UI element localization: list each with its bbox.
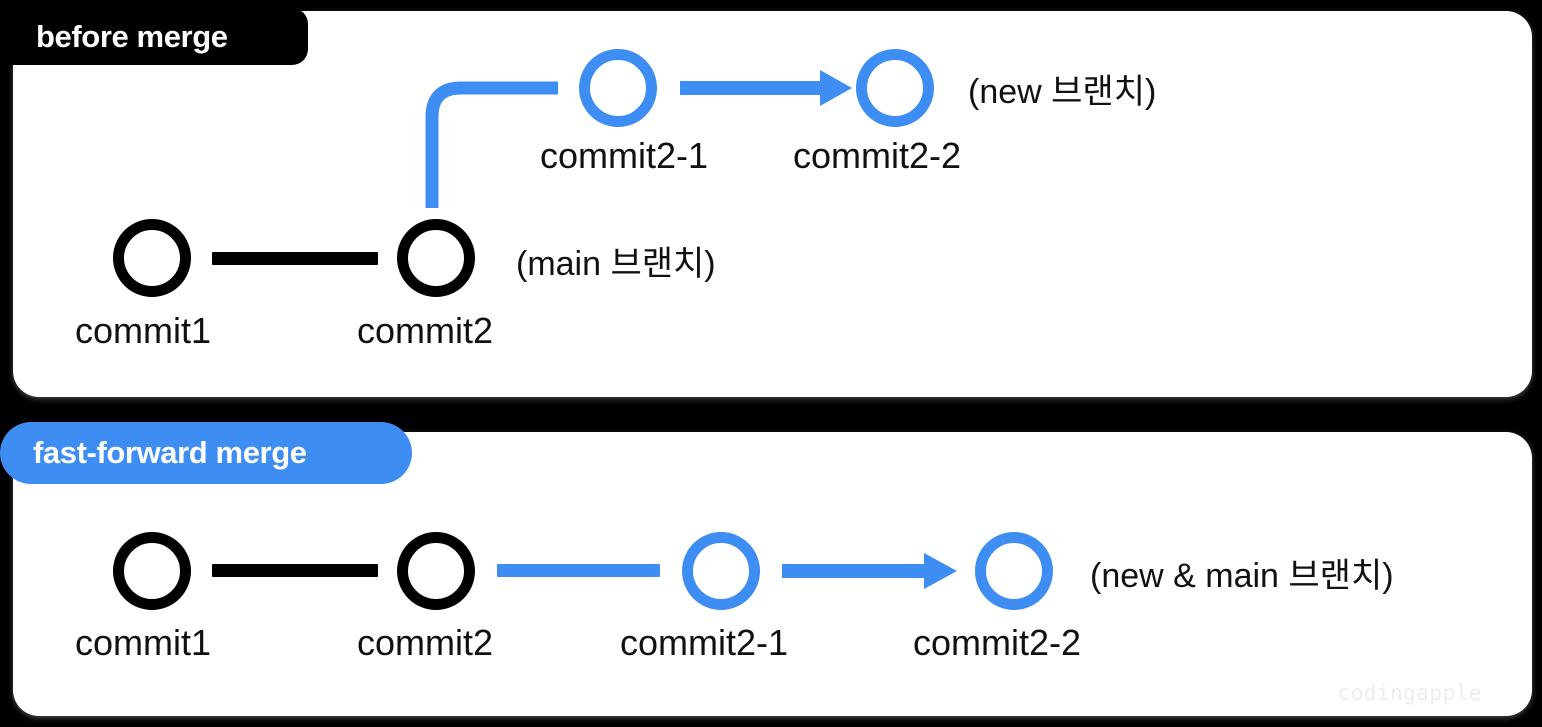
label-ff-commit2: commit2 bbox=[357, 622, 494, 663]
node-commit1 bbox=[113, 219, 191, 297]
edge-ff-commit1-commit2 bbox=[212, 564, 378, 577]
label-ff-commit1: commit1 bbox=[75, 622, 212, 663]
tag-before-merge: before merge bbox=[0, 8, 308, 65]
panel-before-merge bbox=[13, 11, 1532, 397]
tag-fast-forward-merge: fast-forward merge bbox=[0, 422, 412, 484]
label-commit2-1: commit2-1 bbox=[540, 135, 709, 176]
edge-commit1-commit2 bbox=[212, 252, 378, 265]
label-merged-branch: (new & main 브랜치) bbox=[1090, 557, 1394, 595]
node-ff-commit1 bbox=[113, 532, 191, 610]
label-commit2-2: commit2-2 bbox=[793, 135, 962, 176]
tag-fast-forward-merge-label: fast-forward merge bbox=[33, 435, 307, 470]
node-ff-commit2-2 bbox=[975, 532, 1053, 610]
node-ff-commit2 bbox=[397, 532, 475, 610]
watermark: codingapple bbox=[1337, 681, 1482, 705]
label-commit1: commit1 bbox=[75, 310, 212, 351]
node-commit2 bbox=[397, 219, 475, 297]
label-new-branch: (new 브랜치) bbox=[968, 73, 1157, 111]
label-ff-commit2-2: commit2-2 bbox=[913, 622, 1082, 663]
label-ff-commit2-1: commit2-1 bbox=[620, 622, 789, 663]
label-main-branch: (main 브랜치) bbox=[516, 245, 716, 283]
edge-ff-commit2-commit2-1 bbox=[497, 564, 660, 577]
label-commit2: commit2 bbox=[357, 310, 494, 351]
tag-before-merge-label: before merge bbox=[36, 18, 228, 54]
node-commit2-1 bbox=[579, 49, 657, 127]
node-commit2-2 bbox=[856, 49, 934, 127]
node-ff-commit2-1 bbox=[682, 532, 760, 610]
